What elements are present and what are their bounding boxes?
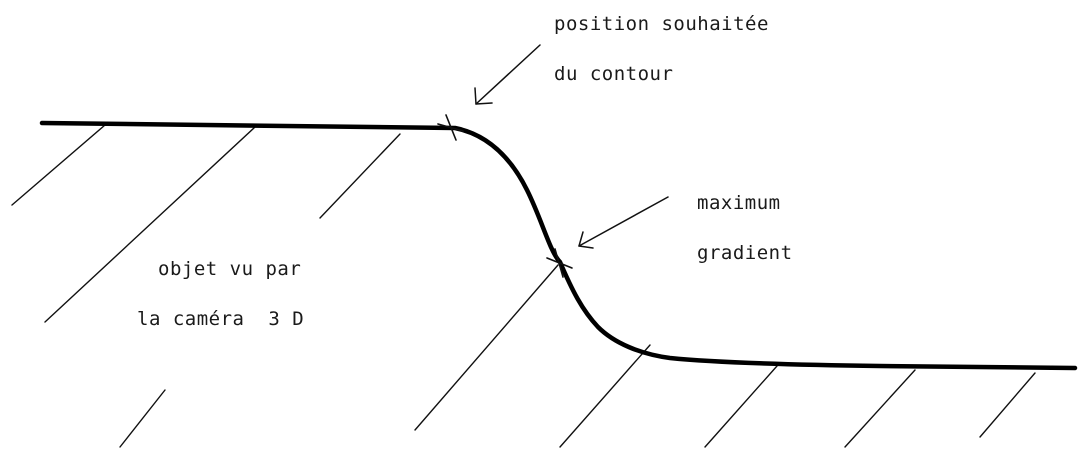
desired-contour-marker [437,114,464,141]
hatch-line [559,344,651,448]
max-gradient-arrow [578,196,669,249]
hatch-line [979,372,1036,438]
hatch-line [11,124,106,206]
max-gradient-marker [546,248,573,278]
desired-position-label-line2: du contour [554,63,673,85]
desired-position-arrow [474,44,541,105]
surface-profile [39,120,1078,371]
max-gradient-label-line1: maximum [697,192,781,214]
hatch-line [844,369,916,448]
object-label-line1: objet vu par [158,258,301,280]
hatch-line [44,126,256,323]
lower-hatching [414,264,1036,448]
hatch-line [704,365,778,448]
desired-position-label-line1: position souhaitée [554,13,769,35]
hatch-line [119,389,166,448]
upper-hatching [11,124,401,448]
max-gradient-label-line2: gradient [697,242,793,264]
object-label-line2: la caméra 3 D [137,308,304,330]
hatch-line [414,264,559,431]
hatch-line [319,133,401,219]
